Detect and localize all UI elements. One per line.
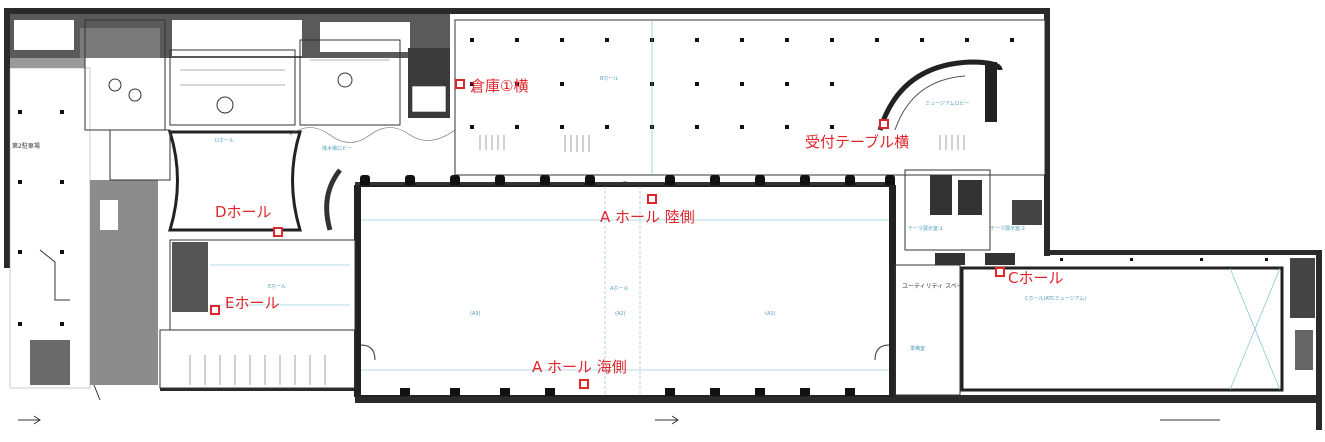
parking-area: 第2駐車場 (9, 67, 158, 425)
d-hall-room-label: Dホール (215, 138, 234, 144)
e-hall-room-label: Eホール (268, 284, 286, 290)
lobby-curve: 撞木場ロビー (289, 127, 456, 231)
theme1-label: テーマ展示室-1 (908, 225, 943, 232)
marker-label-souko: 倉庫①横 (470, 77, 528, 95)
marker-c-hall[interactable]: Cホール (995, 267, 1063, 287)
utility-space: ユーティリティ スペース 準備室 (894, 253, 1015, 396)
a-hall-room: Aホール (A3) (A2) (A1) (354, 185, 896, 397)
theme-rooms: テーマ展示室-1 テーマ展示室-2 (904, 169, 1042, 251)
utility-label: ユーティリティ スペース (902, 283, 968, 290)
c-hall-room-label: Cホール(ATCミュージアム) (1025, 296, 1086, 302)
marker-label-uketsuke: 受付テーブル横 (805, 133, 909, 151)
marker-label-a-hall-riku: A ホール 陸側 (600, 208, 695, 226)
outer-walls (4, 8, 1322, 430)
theme2-label: テーマ展示室-2 (990, 225, 1025, 232)
marker-label-e-hall: Eホール (225, 294, 279, 312)
service-blocks (84, 19, 450, 131)
marker-label-a-hall-umi: A ホール 海側 (532, 358, 627, 376)
marker-souko[interactable]: 倉庫①横 (455, 77, 528, 95)
marker-d-hall[interactable]: Dホール (215, 203, 283, 237)
a2-label: (A2) (615, 311, 626, 317)
marker-a-hall-riku[interactable]: A ホール 陸側 (600, 194, 695, 226)
marker-a-hall-umi[interactable]: A ホール 海側 (532, 358, 627, 389)
marker-e-hall[interactable]: Eホール (210, 294, 279, 315)
b-hall-room: Bホール (454, 19, 1046, 176)
location-markers: 倉庫①横 受付テーブル横 Dホール A ホール 陸側 Eホール Cホール A ホ… (210, 77, 1063, 389)
marker-uketsuke[interactable]: 受付テーブル横 (805, 119, 909, 151)
c-hall-room: Cホール(ATCミュージアム) (960, 258, 1315, 392)
a1-label: (A1) (765, 311, 776, 317)
marker-label-c-hall: Cホール (1008, 269, 1063, 287)
marker-label-d-hall: Dホール (215, 203, 272, 221)
d-hall-room: Dホール (109, 129, 303, 232)
parking-label: 第2駐車場 (12, 142, 40, 150)
shumoku-lobby-label: 撞木場ロビー (322, 145, 352, 152)
entrance-arrows (655, 415, 1220, 425)
b-hall-room-label: Bホール (600, 76, 618, 82)
a3-label: (A3) (470, 311, 481, 317)
museum-lobby-label: ミュージアムロビー (925, 100, 970, 107)
preparation-label: 準備室 (910, 345, 925, 352)
museum-lobby: ミュージアムロビー (877, 59, 1003, 131)
a-hall-room-label: Aホール (610, 286, 628, 292)
e-hall-room: Eホール (159, 239, 356, 389)
